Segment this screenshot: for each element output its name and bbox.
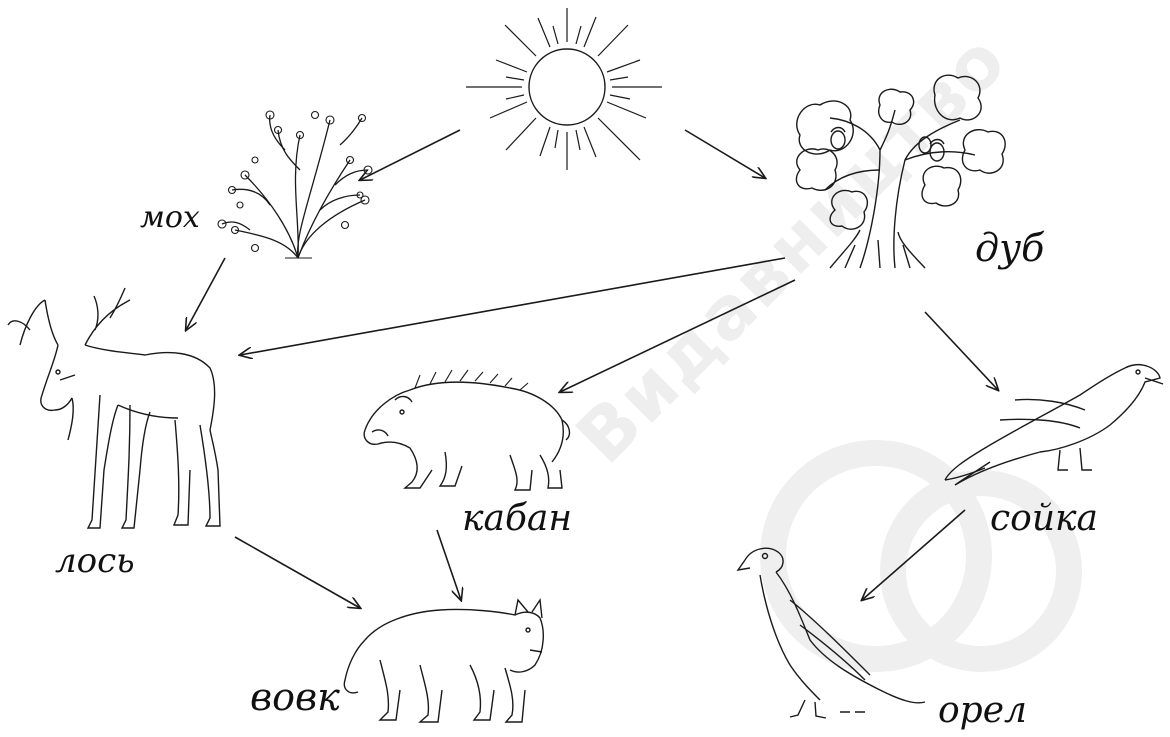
arrow-boar-wolf: [437, 530, 461, 600]
label-moose: лось: [55, 541, 135, 581]
arrow-moose-wolf: [235, 537, 360, 608]
arrow-sun-oak: [685, 130, 765, 178]
label-moss: мох: [140, 200, 200, 235]
sun-icon: [466, 8, 662, 170]
arrow-oak-jay: [925, 312, 998, 390]
boar-icon: [364, 370, 569, 490]
label-boar: кабан: [462, 498, 572, 539]
label-oak: дуб: [975, 226, 1044, 270]
eagle-icon: [738, 548, 925, 718]
label-wolf: вовк: [250, 675, 340, 719]
label-eagle: орел: [938, 690, 1027, 731]
moose-icon: [8, 288, 220, 528]
jay-bird-icon: [945, 365, 1163, 485]
arrow-oak-boar: [560, 280, 795, 392]
arrow-moss-moose: [186, 258, 225, 330]
arrow-oak-moose: [240, 258, 785, 355]
label-jay: сойка: [990, 498, 1098, 539]
arrow-sun-moss: [360, 130, 460, 180]
oak-tree-icon: [796, 75, 1005, 268]
arrow-jay-eagle: [862, 510, 965, 600]
wolf-icon: [344, 600, 543, 722]
moss-icon: [218, 111, 372, 258]
